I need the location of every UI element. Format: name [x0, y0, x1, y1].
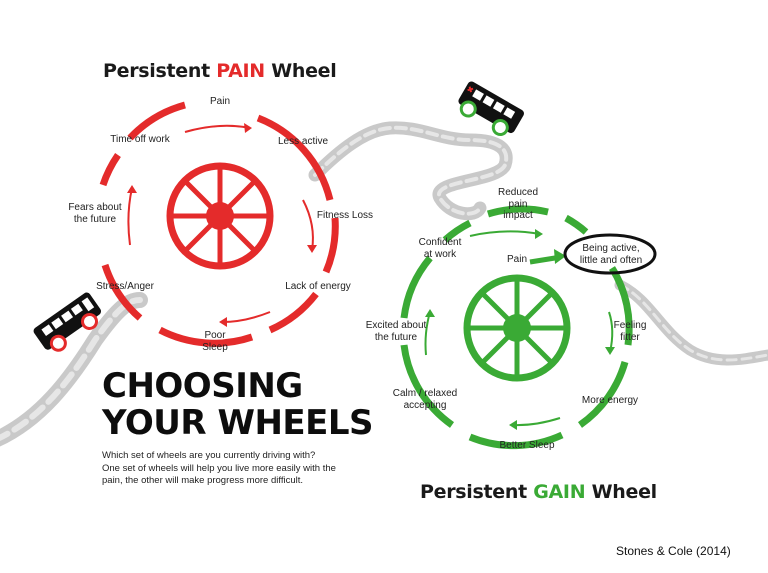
credit: Stones & Cole (2014) [616, 544, 731, 558]
pain-title-highlight: PAIN [216, 60, 265, 82]
pain-ring-segment [99, 153, 121, 187]
pain-wheel-icon [166, 162, 274, 270]
gain-arrow [469, 230, 541, 237]
pain-ring-segment [322, 217, 339, 274]
gain-ring-segment [400, 344, 455, 428]
gain-label-calm: Calm / relaxed accepting [392, 388, 458, 411]
gain-arrow [511, 417, 561, 427]
gain-title-suffix: Wheel [585, 481, 658, 503]
gain-label-reduced-pain: Reduced pain impact [497, 187, 539, 221]
gain-wheel-icon [463, 274, 571, 382]
gain-ring-segment [577, 360, 629, 428]
pain-label-pain: Pain [209, 96, 230, 107]
pain-ring-segment [101, 263, 143, 321]
being-active-highlight [563, 233, 657, 275]
main-heading-line1: CHOOSING [102, 366, 303, 406]
main-heading-line2: YOUR WHEELS [102, 403, 374, 443]
pain-label-time-off: Time off work [110, 134, 170, 145]
pain-ring-segment [158, 326, 254, 347]
pain-label-stress-anger: Stress/Anger [96, 281, 154, 292]
gain-ring-segment [468, 431, 564, 450]
pain-label-less-active: Less active [277, 136, 329, 147]
gain-ring-segment [608, 266, 633, 346]
gain-wheel-title: Persistent GAIN Wheel [420, 481, 657, 503]
description-line1: Which set of wheels are you currently dr… [102, 450, 316, 461]
pain-label-fitness-loss: Fitness Loss [316, 210, 374, 221]
pain-ring-segment [127, 101, 186, 141]
bus-left-icon [33, 292, 102, 352]
bus-right-icon [458, 81, 524, 137]
gain-ring-segment [442, 219, 472, 243]
gain-label-feeling-fitter: Feeling fitter [613, 320, 647, 343]
pain-title-prefix: Persistent [103, 60, 217, 82]
pain-wheel-title: Persistent PAIN Wheel [103, 60, 337, 82]
pain-label-poor-sleep: Poor Sleep [202, 330, 228, 353]
gain-ring-segment [486, 205, 549, 218]
pain-title-suffix: Wheel [264, 60, 337, 82]
gain-label-excited: Excited about the future [365, 320, 427, 343]
main-heading: CHOOSING YOUR WHEELS [102, 366, 374, 443]
gain-title-prefix: Persistent [420, 481, 534, 503]
description-line3: pain, the other will make progress more … [102, 475, 303, 486]
gain-ring-segment [400, 255, 433, 319]
pain-label-fears: Fears about the future [68, 202, 122, 225]
gain-ring-segment [564, 214, 589, 235]
pain-to-active-arrow [529, 255, 556, 265]
description: Which set of wheels are you currently dr… [102, 450, 362, 488]
gain-label-pain: Pain [506, 254, 527, 265]
pain-label-lack-of-energy: Lack of energy [285, 281, 351, 292]
gain-label-better-sleep: Better Sleep [499, 440, 555, 451]
pain-arrow [184, 124, 251, 133]
description-line2: One set of wheels will help you live mor… [102, 462, 336, 474]
pain-ring-segment [256, 114, 334, 201]
gain-label-being-active: Being active, little and often [579, 243, 643, 266]
gain-label-more-energy: More energy [581, 395, 639, 406]
pain-ring-segment [268, 291, 319, 334]
gain-label-confident: Confident at work [418, 237, 462, 260]
gain-title-highlight: GAIN [533, 481, 586, 503]
